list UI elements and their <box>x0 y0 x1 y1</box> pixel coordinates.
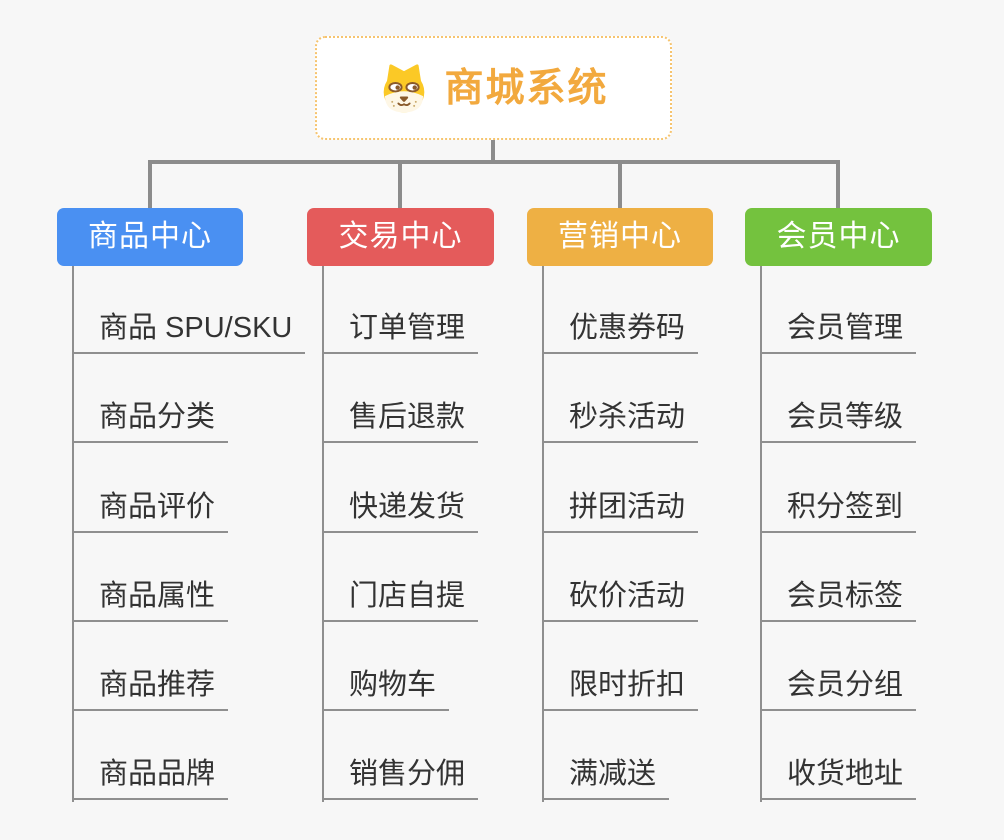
connector-bus <box>148 160 840 164</box>
leaf-node[interactable]: 商品评价 <box>72 490 229 533</box>
connector-branch-drop <box>618 160 622 210</box>
leaf-node[interactable]: 会员分组 <box>760 668 917 711</box>
root-title: 商城系统 <box>444 66 609 110</box>
leaf-node[interactable]: 限时折扣 <box>542 668 699 711</box>
leaf-node[interactable]: 商品品牌 <box>72 757 229 800</box>
leaf-node[interactable]: 拼团活动 <box>542 490 699 533</box>
branch-label: 商品中心 <box>88 220 212 253</box>
leaf-node[interactable]: 砍价活动 <box>542 579 699 622</box>
leaf-node[interactable]: 商品属性 <box>72 579 229 622</box>
connector-branch-drop <box>398 160 402 210</box>
branch-node[interactable]: 交易中心 <box>307 208 494 266</box>
branch-node[interactable]: 营销中心 <box>527 208 713 266</box>
leaf-node[interactable]: 会员标签 <box>760 579 917 622</box>
leaf-node[interactable]: 售后退款 <box>322 400 479 443</box>
leaf-node[interactable]: 门店自提 <box>322 579 479 622</box>
connector-branch-trunk <box>72 266 74 802</box>
connector-branch-trunk <box>542 266 544 802</box>
leaf-node[interactable]: 优惠券码 <box>542 311 699 354</box>
leaf-node[interactable]: 收货地址 <box>760 757 917 800</box>
leaf-node[interactable]: 积分签到 <box>760 490 917 533</box>
leaf-node[interactable]: 订单管理 <box>322 311 479 354</box>
connector-branch-trunk <box>322 266 324 802</box>
dog-face-icon <box>384 64 425 113</box>
connector-root-drop <box>491 140 495 164</box>
leaf-node[interactable]: 商品推荐 <box>72 668 229 711</box>
branch-label: 营销中心 <box>558 220 682 253</box>
branch-node[interactable]: 商品中心 <box>57 208 243 266</box>
leaf-node[interactable]: 会员管理 <box>760 311 917 354</box>
root-node[interactable]: 商城系统 <box>315 36 672 140</box>
leaf-node[interactable]: 销售分佣 <box>322 757 479 800</box>
leaf-node[interactable]: 秒杀活动 <box>542 400 699 443</box>
connector-branch-trunk <box>760 266 762 802</box>
leaf-node[interactable]: 快递发货 <box>322 490 479 533</box>
leaf-node[interactable]: 满减送 <box>542 757 670 800</box>
branch-node[interactable]: 会员中心 <box>745 208 932 266</box>
leaf-node[interactable]: 商品分类 <box>72 400 229 443</box>
connector-branch-drop <box>148 160 152 210</box>
leaf-node[interactable]: 商品 SPU/SKU <box>72 311 306 354</box>
leaf-node[interactable]: 会员等级 <box>760 400 917 443</box>
branch-label: 交易中心 <box>338 220 463 253</box>
branch-label: 会员中心 <box>776 220 901 253</box>
leaf-node[interactable]: 购物车 <box>322 668 450 711</box>
connector-branch-drop <box>836 160 840 210</box>
